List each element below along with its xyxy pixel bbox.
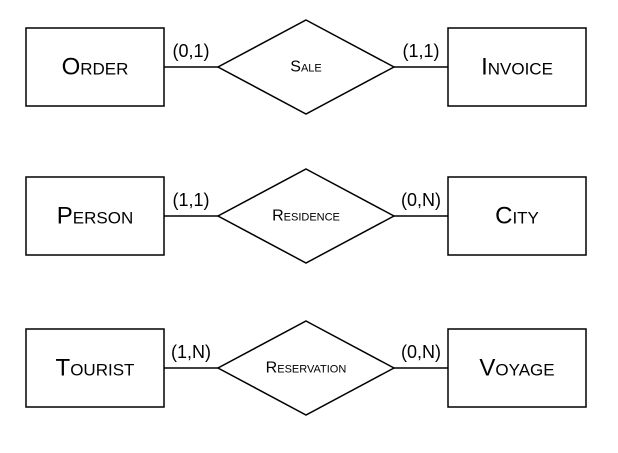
cardinality-person-residence: (1,1) (172, 190, 209, 210)
entity-voyage-box (447, 328, 587, 408)
cardinality-order-sale: (0,1) (172, 41, 209, 61)
entity-city-label: City (495, 203, 539, 230)
relationship-residence-diamond (216, 168, 396, 264)
relationship-residence-label: Residence (272, 208, 340, 225)
entity-tourist-label: Tourist (56, 355, 135, 382)
relationship-row-reservation: Tourist Reservation Voyage (1,N) (0,N) (25, 320, 587, 416)
entity-invoice-box (447, 27, 587, 107)
relationship-sale-label: Sale (290, 59, 321, 76)
cardinality-voyage-reservation: (0,N) (401, 342, 441, 362)
entity-city-box (447, 176, 587, 256)
relationship-sale-diamond (216, 19, 396, 115)
entity-tourist-box (25, 328, 165, 408)
entity-invoice-label: Invoice (481, 54, 553, 81)
relationship-row-sale: Order Sale Invoice (0,1) (1,1) (25, 19, 587, 115)
entity-person-label: Person (57, 203, 133, 230)
cardinality-city-residence: (0,N) (401, 190, 441, 210)
entity-order-label: Order (62, 54, 129, 81)
cardinality-invoice-sale: (1,1) (402, 41, 439, 61)
relationship-reservation-diamond (216, 320, 396, 416)
cardinality-tourist-reservation: (1,N) (171, 342, 211, 362)
entity-person-box (25, 176, 165, 256)
entity-voyage-label: Voyage (479, 355, 554, 382)
entity-order-box (25, 27, 165, 107)
relationship-reservation-label: Reservation (266, 360, 347, 377)
relationship-row-residence: Person Residence City (1,1) (0,N) (25, 168, 587, 264)
